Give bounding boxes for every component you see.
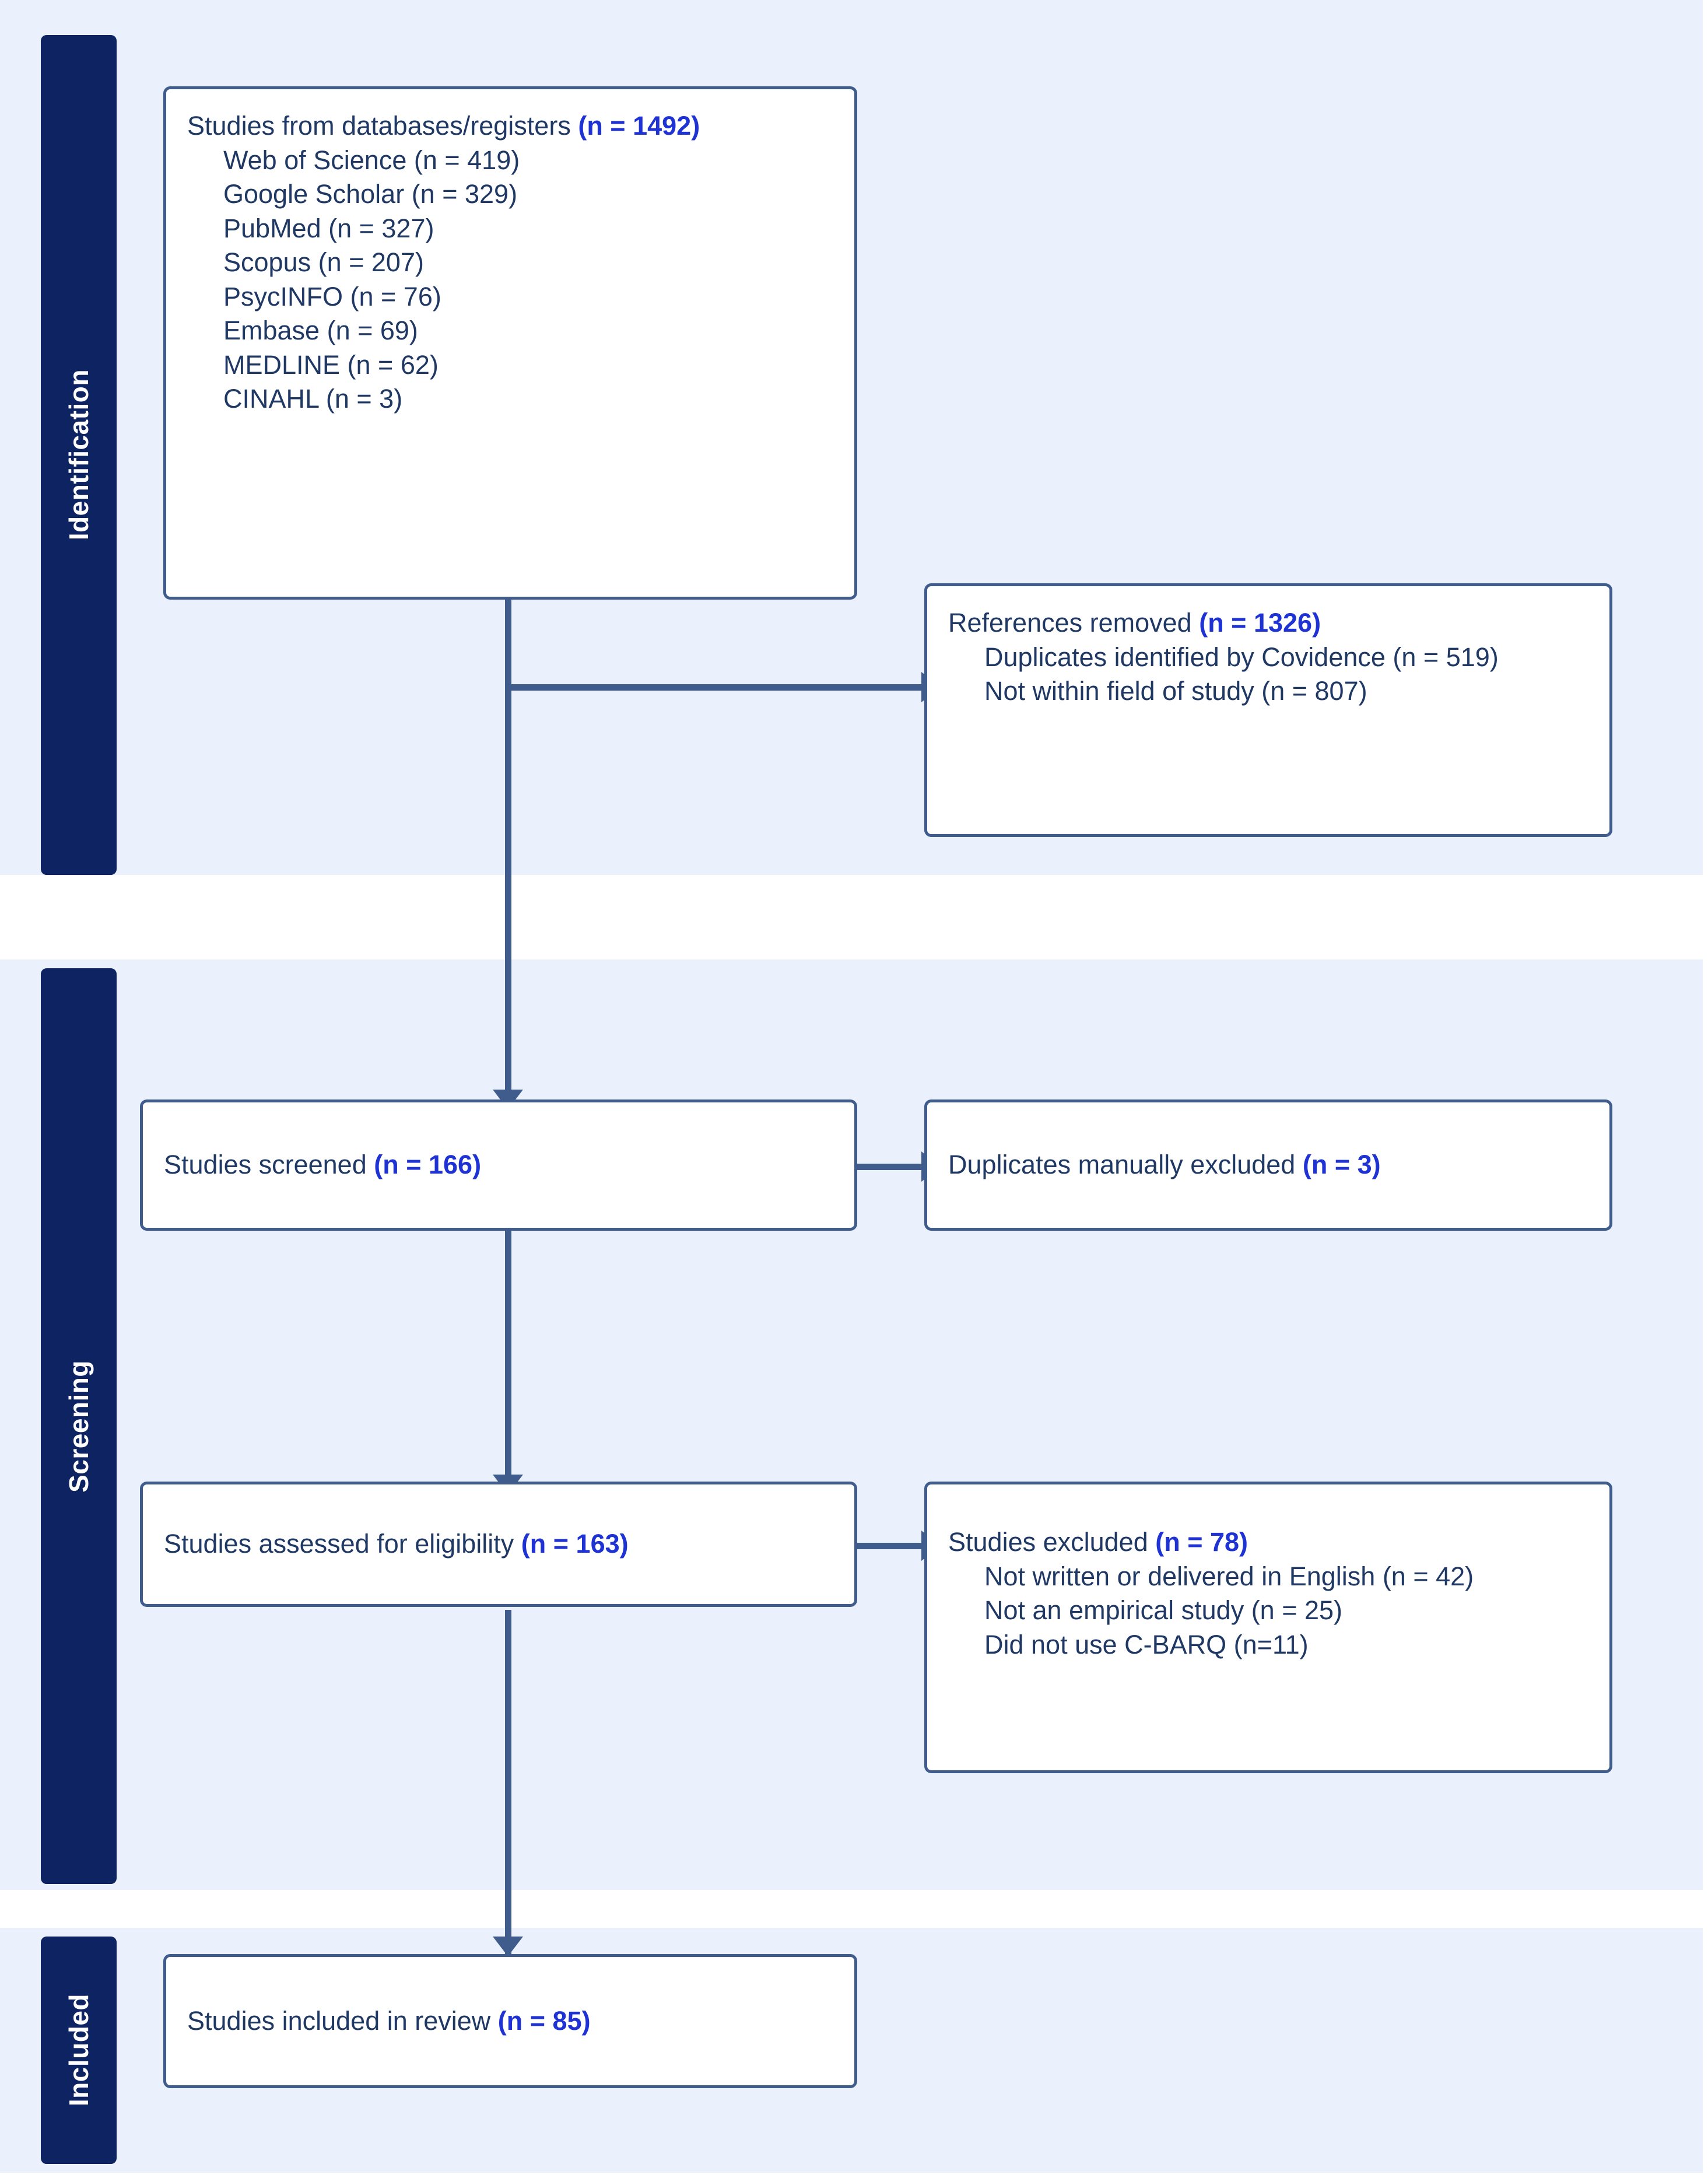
node-references-removed-count: (n = 1326)	[1199, 608, 1321, 638]
list-item: Not within field of study (n = 807)	[984, 676, 1367, 706]
list-item: MEDLINE (n = 62)	[223, 349, 439, 380]
node-studies-from-databases: Studies from databases/registers (n = 14…	[163, 86, 857, 600]
connector-screened-to-eligibility	[505, 1228, 511, 1502]
arrow-into-included	[493, 1937, 523, 1956]
stage-label-included-text: Included	[64, 1994, 94, 2107]
connector-databases-to-screened	[505, 600, 511, 1125]
list-item: Not an empirical study (n = 25)	[984, 1595, 1343, 1625]
node-databases-list: Web of Science (n = 419) Google Scholar …	[187, 143, 833, 416]
connector-screened-to-duplicates-excluded	[857, 1164, 927, 1170]
list-item: PubMed (n = 327)	[223, 213, 434, 243]
stage-label-screening: Screening	[41, 968, 117, 1884]
node-screened-count: (n = 166)	[374, 1150, 482, 1180]
node-databases-title: Studies from databases/registers (n = 14…	[187, 111, 700, 141]
node-eligibility-title: Studies assessed for eligibility (n = 16…	[164, 1529, 629, 1559]
list-item: Web of Science (n = 419)	[223, 145, 520, 175]
node-references-removed-list: Duplicates identified by Covidence (n = …	[948, 640, 1588, 709]
node-references-removed: References removed (n = 1326) Duplicates…	[924, 583, 1612, 837]
list-item: Duplicates identified by Covidence (n = …	[984, 642, 1499, 672]
stage-label-included: Included	[41, 1937, 117, 2164]
stage-label-identification-text: Identification	[64, 369, 94, 541]
node-eligibility-count: (n = 163)	[521, 1529, 629, 1559]
node-studies-assessed-for-eligibility: Studies assessed for eligibility (n = 16…	[140, 1482, 857, 1607]
node-included-title: Studies included in review (n = 85)	[187, 2005, 591, 2036]
connector-eligibility-to-excluded	[857, 1543, 927, 1549]
node-studies-included-in-review: Studies included in review (n = 85)	[163, 1954, 857, 2088]
node-excluded-count: (n = 78)	[1155, 1527, 1248, 1557]
node-duplicates-manually-excluded: Duplicates manually excluded (n = 3)	[924, 1099, 1612, 1231]
list-item: Embase (n = 69)	[223, 316, 418, 345]
node-included-count: (n = 85)	[497, 2005, 591, 2036]
node-screened-title: Studies screened (n = 166)	[164, 1150, 482, 1180]
stage-label-identification: Identification	[41, 35, 117, 875]
node-excluded-list: Not written or delivered in English (n =…	[948, 1560, 1588, 1662]
list-item: PsycINFO (n = 76)	[223, 281, 441, 311]
list-item: Not written or delivered in English (n =…	[984, 1561, 1474, 1591]
node-excluded-title: Studies excluded (n = 78)	[948, 1527, 1248, 1557]
node-studies-excluded: Studies excluded (n = 78) Not written or…	[924, 1482, 1612, 1773]
list-item: CINAHL (n = 3)	[223, 384, 403, 414]
node-studies-screened: Studies screened (n = 166)	[140, 1099, 857, 1231]
node-references-removed-title: References removed (n = 1326)	[948, 608, 1321, 638]
list-item: Scopus (n = 207)	[223, 247, 424, 277]
node-duplicates-excluded-title: Duplicates manually excluded (n = 3)	[948, 1150, 1381, 1180]
stage-label-screening-text: Screening	[64, 1360, 94, 1493]
node-databases-count: (n = 1492)	[578, 111, 700, 141]
list-item: Did not use C-BARQ (n=11)	[984, 1629, 1309, 1659]
node-duplicates-excluded-count: (n = 3)	[1302, 1150, 1381, 1180]
list-item: Google Scholar (n = 329)	[223, 179, 518, 209]
connector-to-references-removed	[505, 684, 925, 691]
connector-eligibility-to-included	[505, 1610, 511, 1960]
